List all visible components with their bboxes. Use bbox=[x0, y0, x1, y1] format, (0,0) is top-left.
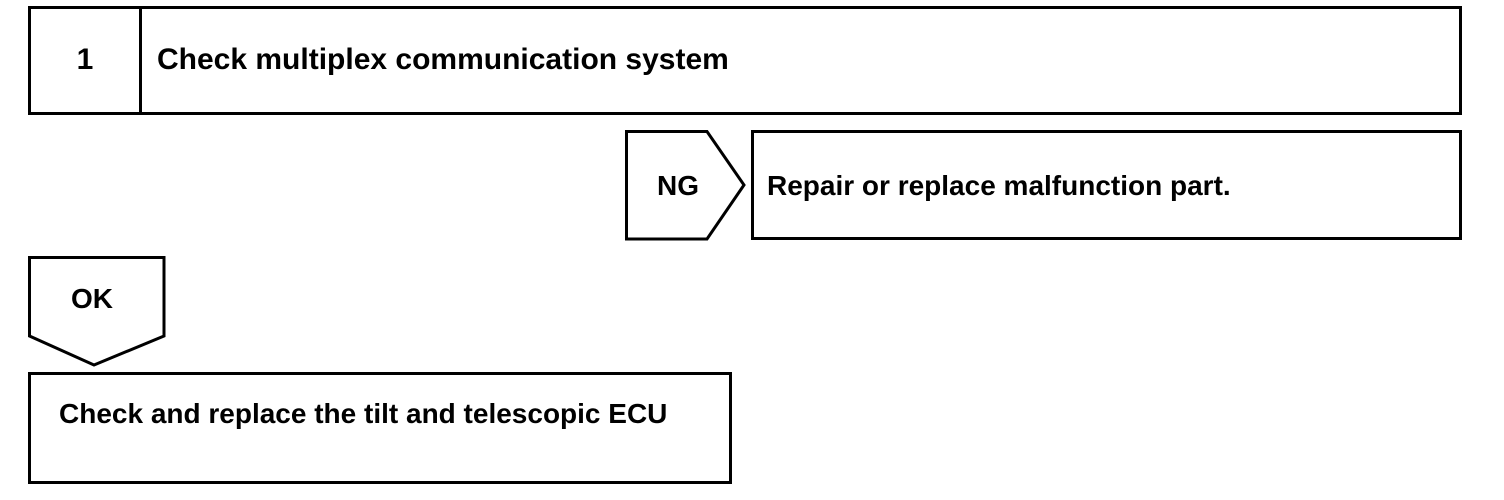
ok-result-box bbox=[28, 372, 732, 484]
step-divider bbox=[139, 6, 142, 115]
ng-label: NG bbox=[657, 170, 699, 201]
ng-result-text: Repair or replace malfunction part. bbox=[767, 170, 1231, 201]
step-number: 1 bbox=[76, 43, 94, 76]
ok-label: OK bbox=[71, 283, 113, 314]
ng-arrow-shape bbox=[625, 130, 746, 241]
step-box bbox=[28, 6, 1462, 115]
ok-arrow-shape bbox=[28, 256, 166, 367]
ng-result-box bbox=[751, 130, 1462, 240]
step-title: Check multiplex communication system bbox=[157, 43, 729, 76]
ok-result-text: Check and replace the tilt and telescopi… bbox=[59, 398, 668, 429]
